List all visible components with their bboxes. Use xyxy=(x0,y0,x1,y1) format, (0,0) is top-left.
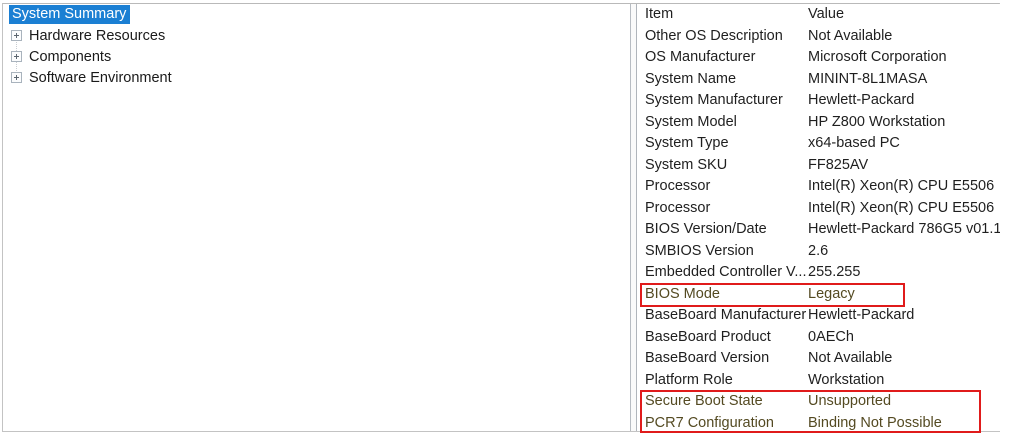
table-row[interactable]: System Name MININT-8L1MASA xyxy=(637,69,1000,91)
row-value: Hewlett-Packard 786G5 v01.17, 8/ xyxy=(808,221,1000,237)
table-row[interactable]: Secure Boot State Unsupported xyxy=(637,391,1000,413)
row-value: Unsupported xyxy=(808,393,892,409)
expand-plus-icon[interactable] xyxy=(11,72,22,83)
row-value: 2.6 xyxy=(808,242,829,259)
column-header-value[interactable]: Value xyxy=(808,6,845,22)
details-column-header[interactable]: Item Value xyxy=(637,4,1000,26)
tree-item-hardware-resources[interactable]: Hardware Resources xyxy=(3,25,630,46)
row-item: BaseBoard Version xyxy=(645,350,770,366)
row-item: BIOS Mode xyxy=(645,285,720,302)
navigation-tree-pane[interactable]: System Summary Hardware Resources Compon… xyxy=(3,4,630,431)
table-row[interactable]: OS Manufacturer Microsoft Corporation xyxy=(637,47,1000,69)
row-value: FF825AV xyxy=(808,156,869,173)
details-list-pane[interactable]: Item Value Other OS Description Not Avai… xyxy=(637,4,1000,431)
row-value: Microsoft Corporation xyxy=(808,49,947,65)
table-row[interactable]: System Manufacturer Hewlett-Packard xyxy=(637,90,1000,112)
table-row[interactable]: Embedded Controller V... 255.255 xyxy=(637,262,1000,284)
row-item: Processor xyxy=(645,199,711,216)
row-item: System Type xyxy=(645,135,729,151)
row-item: Processor xyxy=(645,178,711,194)
row-item: System Manufacturer xyxy=(645,92,783,108)
row-item: Embedded Controller V... xyxy=(645,264,807,280)
expand-plus-icon[interactable] xyxy=(11,30,22,41)
row-value: HP Z800 Workstation xyxy=(808,113,946,130)
row-item: BaseBoard Manufacturer xyxy=(645,307,807,323)
row-value: 0AECh xyxy=(808,328,854,345)
tree-item-components[interactable]: Components xyxy=(3,46,630,67)
table-row[interactable]: PCR7 Configuration Binding Not Possible xyxy=(637,413,1000,432)
tree-item-software-environment[interactable]: Software Environment xyxy=(3,67,630,88)
row-item: System Model xyxy=(645,113,737,130)
tree-item-system-summary[interactable]: System Summary xyxy=(3,4,630,25)
row-item: System Name xyxy=(645,70,737,87)
row-item: BIOS Version/Date xyxy=(645,221,767,237)
table-row[interactable]: BIOS Mode Legacy xyxy=(637,284,1000,306)
table-row[interactable]: System Model HP Z800 Workstation xyxy=(637,112,1000,134)
pane-divider-left xyxy=(630,4,631,431)
table-row[interactable]: SMBIOS Version 2.6 xyxy=(637,241,1000,263)
table-row[interactable]: Other OS Description Not Available xyxy=(637,26,1000,48)
row-item: Secure Boot State xyxy=(645,393,763,409)
tree-item-label: Components xyxy=(29,48,112,65)
row-value: Not Available xyxy=(808,350,893,366)
row-value: x64-based PC xyxy=(808,135,900,151)
tree-item-label: Software Environment xyxy=(29,69,172,86)
row-value: 255.255 xyxy=(808,264,861,280)
row-item: BaseBoard Product xyxy=(645,328,771,345)
table-row[interactable]: System Type x64-based PC xyxy=(637,133,1000,155)
row-item: System SKU xyxy=(645,156,728,173)
row-value: Binding Not Possible xyxy=(808,414,942,431)
table-row[interactable]: System SKU FF825AV xyxy=(637,155,1000,177)
row-item: Platform Role xyxy=(645,371,733,388)
table-row[interactable]: BaseBoard Manufacturer Hewlett-Packard xyxy=(637,305,1000,327)
row-item: OS Manufacturer xyxy=(645,49,756,65)
pane-splitter[interactable] xyxy=(631,4,636,431)
row-value: Workstation xyxy=(808,371,885,388)
table-row[interactable]: BaseBoard Product 0AECh xyxy=(637,327,1000,349)
table-row[interactable]: BIOS Version/Date Hewlett-Packard 786G5 … xyxy=(637,219,1000,241)
column-header-item[interactable]: Item xyxy=(645,6,674,22)
tree-item-label: Hardware Resources xyxy=(29,27,166,44)
row-item: SMBIOS Version xyxy=(645,242,754,259)
table-row[interactable]: BaseBoard Version Not Available xyxy=(637,348,1000,370)
table-row[interactable]: Processor Intel(R) Xeon(R) CPU E5506 xyxy=(637,198,1000,220)
row-value: Not Available xyxy=(808,27,893,44)
row-value: MININT-8L1MASA xyxy=(808,70,928,87)
row-item: PCR7 Configuration xyxy=(645,414,774,431)
row-value: Legacy xyxy=(808,285,855,302)
row-value: Intel(R) Xeon(R) CPU E5506 xyxy=(808,178,995,194)
tree-item-label-selected: System Summary xyxy=(9,5,131,24)
pane-divider-right xyxy=(636,4,637,431)
table-row[interactable]: Platform Role Workstation xyxy=(637,370,1000,392)
row-value: Intel(R) Xeon(R) CPU E5506 xyxy=(808,199,995,216)
row-value: Hewlett-Packard xyxy=(808,307,915,323)
row-value: Hewlett-Packard xyxy=(808,92,915,108)
row-item: Other OS Description xyxy=(645,27,783,44)
expand-plus-icon[interactable] xyxy=(11,51,22,62)
table-row[interactable]: Processor Intel(R) Xeon(R) CPU E5506 xyxy=(637,176,1000,198)
